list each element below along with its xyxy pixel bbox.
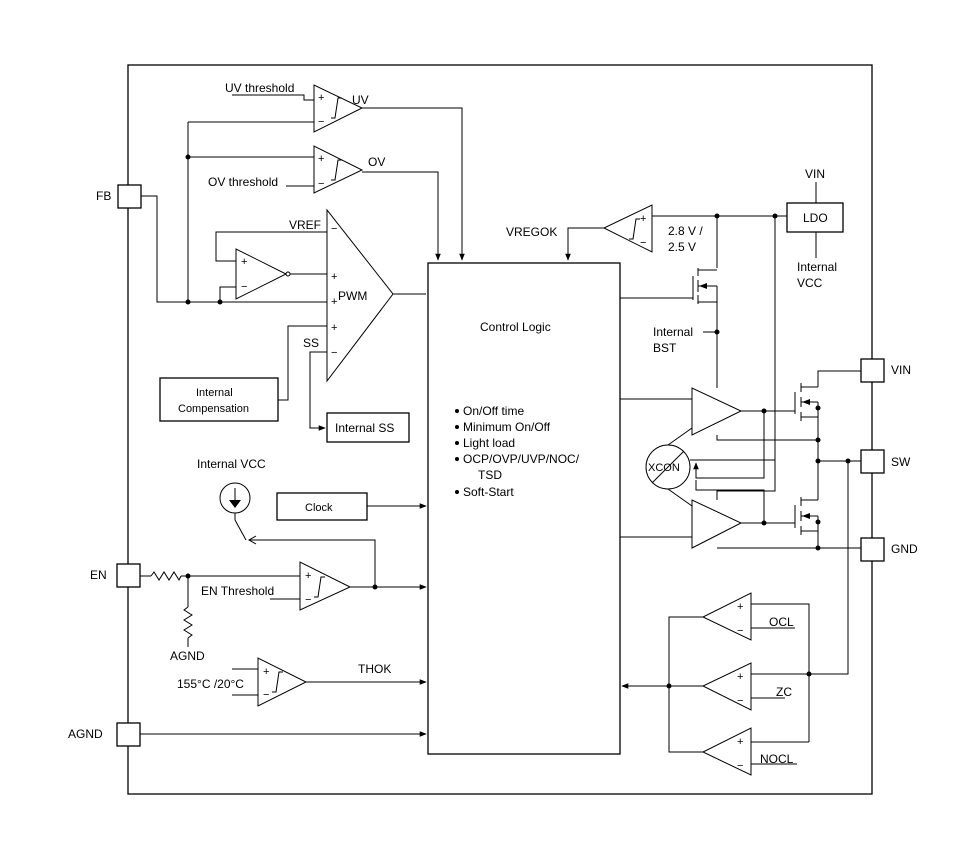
svg-text:−: − bbox=[318, 178, 324, 190]
svg-text:−: − bbox=[263, 689, 269, 701]
ocl-comparator bbox=[701, 592, 752, 641]
svg-text:−: − bbox=[305, 594, 311, 606]
ldo-label: LDO bbox=[803, 211, 828, 225]
svg-text:+: + bbox=[331, 322, 337, 334]
pwm-comparator bbox=[326, 208, 394, 383]
pin-en-label: EN bbox=[90, 568, 107, 582]
svg-text:+: + bbox=[318, 153, 324, 165]
pin-sw bbox=[860, 449, 885, 474]
zc-comparator bbox=[701, 662, 752, 711]
uv-label: UV bbox=[352, 93, 369, 107]
pwm-label: PWM bbox=[338, 289, 367, 303]
svg-text:+: + bbox=[737, 736, 743, 748]
svg-text:−: − bbox=[241, 281, 247, 293]
low-side-mosfet bbox=[794, 461, 821, 548]
ov-label: OV bbox=[368, 155, 385, 169]
control-logic-title: Control Logic bbox=[480, 320, 551, 334]
svg-text:−: − bbox=[737, 760, 743, 772]
internal-bst-label: Internal bbox=[653, 325, 693, 339]
svg-text:−: − bbox=[331, 347, 337, 359]
svg-text:+: + bbox=[331, 296, 337, 308]
feature-item: On/Off time bbox=[463, 404, 524, 418]
ov-threshold-label: OV threshold bbox=[208, 175, 278, 189]
svg-text:−: − bbox=[331, 223, 337, 235]
pin-vin bbox=[860, 358, 885, 383]
high-side-driver bbox=[691, 387, 743, 436]
control-logic-block bbox=[427, 262, 621, 755]
low-side-driver bbox=[691, 499, 743, 549]
svg-text:+: + bbox=[305, 570, 311, 582]
agnd-resistor-label: AGND bbox=[170, 649, 205, 663]
pin-fb-label: FB bbox=[96, 189, 111, 203]
en-threshold-label: EN Threshold bbox=[201, 584, 274, 598]
ocl-label: OCL bbox=[769, 615, 794, 629]
nocl-label: NOCL bbox=[760, 752, 794, 766]
internal-vcc-top-label: Internal VCC bbox=[197, 457, 266, 471]
svg-text:−: − bbox=[737, 695, 743, 707]
pin-gnd bbox=[860, 537, 885, 562]
pin-fb bbox=[117, 184, 142, 209]
internal-compensation-label: Compensation bbox=[178, 403, 249, 415]
vreg-comparator bbox=[602, 204, 653, 253]
svg-text:+: + bbox=[737, 671, 743, 683]
pin-sw-label: SW bbox=[891, 455, 911, 469]
xcon-label: XCON bbox=[648, 462, 680, 474]
internal-compensation-block bbox=[159, 377, 279, 422]
ldo-vin-label: VIN bbox=[805, 167, 825, 181]
nocl-comparator bbox=[701, 727, 752, 776]
pin-vin-label: VIN bbox=[891, 363, 911, 377]
uv-threshold-label: UV threshold bbox=[225, 81, 294, 95]
feature-item: Soft-Start bbox=[463, 485, 514, 499]
feature-item: Light load bbox=[463, 436, 515, 450]
feature-item: TSD bbox=[478, 468, 502, 482]
ldo-out-label: Internal bbox=[797, 260, 837, 274]
control-logic-features: On/Off time Minimum On/Off Light load OC… bbox=[455, 404, 580, 499]
svg-text:+: + bbox=[241, 256, 247, 268]
svg-text:+: + bbox=[737, 601, 743, 613]
svg-text:+: + bbox=[640, 213, 646, 225]
internal-bst-label: BST bbox=[653, 341, 677, 355]
svg-text:−: − bbox=[318, 116, 324, 128]
uv-comparator bbox=[313, 84, 364, 133]
bst-switch-transistor bbox=[620, 268, 718, 388]
thermal-comparator bbox=[257, 657, 308, 707]
ss-label: SS bbox=[303, 336, 319, 350]
pin-agnd bbox=[116, 722, 141, 747]
clock-block bbox=[276, 492, 368, 521]
svg-text:+: + bbox=[331, 271, 337, 283]
internal-ss-block bbox=[326, 412, 410, 443]
ldo-out-label: VCC bbox=[797, 276, 823, 290]
svg-text:−: − bbox=[737, 625, 743, 637]
ldo-block bbox=[786, 202, 844, 233]
vregok-label: VREGOK bbox=[506, 225, 557, 239]
vreg-threshold-label: 2.8 V / bbox=[668, 224, 703, 238]
pin-gnd-label: GND bbox=[891, 542, 918, 556]
internal-compensation-label: Internal bbox=[196, 387, 233, 399]
agnd-resistor bbox=[183, 606, 193, 639]
vref-label: VREF bbox=[289, 218, 321, 232]
en-resistor bbox=[150, 571, 182, 582]
svg-text:−: − bbox=[640, 237, 646, 249]
svg-text:+: + bbox=[318, 92, 324, 104]
clock-label: Clock bbox=[305, 502, 333, 514]
thok-label: THOK bbox=[358, 662, 391, 676]
temp-threshold-label: 155°C /20°C bbox=[177, 677, 244, 691]
svg-text:+: + bbox=[263, 666, 269, 678]
en-comparator bbox=[299, 561, 352, 611]
pin-en bbox=[116, 563, 141, 588]
vreg-threshold-label: 2.5 V bbox=[668, 240, 696, 254]
pin-agnd-label: AGND bbox=[68, 727, 103, 741]
ov-comparator bbox=[313, 145, 364, 194]
feature-item: OCP/OVP/UVP/NOC/ bbox=[463, 452, 580, 466]
zc-label: ZC bbox=[776, 685, 792, 699]
feature-item: Minimum On/Off bbox=[463, 420, 551, 434]
internal-ss-label: Internal SS bbox=[335, 421, 394, 435]
error-amplifier bbox=[235, 248, 288, 300]
